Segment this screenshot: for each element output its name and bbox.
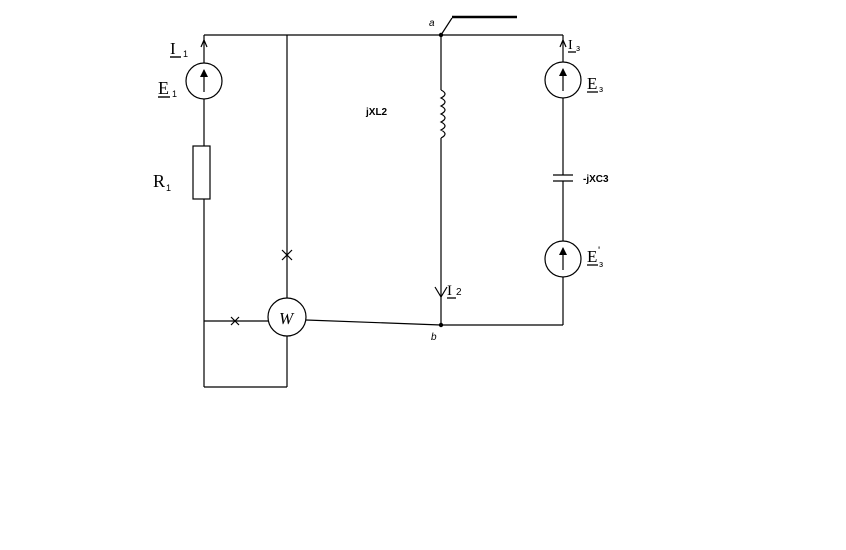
current-arrow-i3 <box>559 38 567 48</box>
wattmeter-to-b-wire <box>305 319 442 326</box>
label-node-a: a <box>429 18 435 29</box>
source-e3-arrow-head <box>559 68 567 76</box>
source-e3-prime-arrow-head <box>559 247 567 255</box>
label-i1-sub: 1 <box>183 49 188 59</box>
label-i2: I <box>447 283 452 299</box>
label-wattmeter: W <box>279 309 295 328</box>
current-arrow-i2 <box>434 286 448 299</box>
label-i3: I <box>568 38 573 53</box>
wattmeter <box>267 297 307 337</box>
label-i3-sub: з <box>576 43 580 53</box>
inductor-l2 <box>439 89 446 139</box>
resistor-r1 <box>192 145 211 200</box>
branch-2 <box>434 15 517 328</box>
label-inductor: jXL2 <box>365 107 388 118</box>
label-capacitor: -jXC3 <box>583 174 609 185</box>
label-i1: I <box>170 39 176 58</box>
label-r1: R <box>153 171 165 191</box>
label-i2-sub: 2 <box>456 287 462 298</box>
label-e1-sub: 1 <box>172 89 177 99</box>
label-e3-prime-sub: з <box>599 259 603 269</box>
label-e3-prime: E <box>587 247 597 266</box>
label-e3-prime-mark: ' <box>598 245 600 257</box>
label-e3: E <box>587 74 597 93</box>
label-e1: E <box>158 78 169 98</box>
wattmeter-circuit <box>204 35 442 387</box>
current-arrow-i1 <box>200 38 208 48</box>
label-e3-sub: з <box>599 84 603 94</box>
switch-blade <box>440 17 453 36</box>
label-r1-sub: 1 <box>166 183 171 193</box>
label-node-b: b <box>431 332 437 343</box>
branch-1 <box>185 35 287 388</box>
source-e1-arrow-head <box>200 69 208 77</box>
branch-3 <box>441 35 582 326</box>
